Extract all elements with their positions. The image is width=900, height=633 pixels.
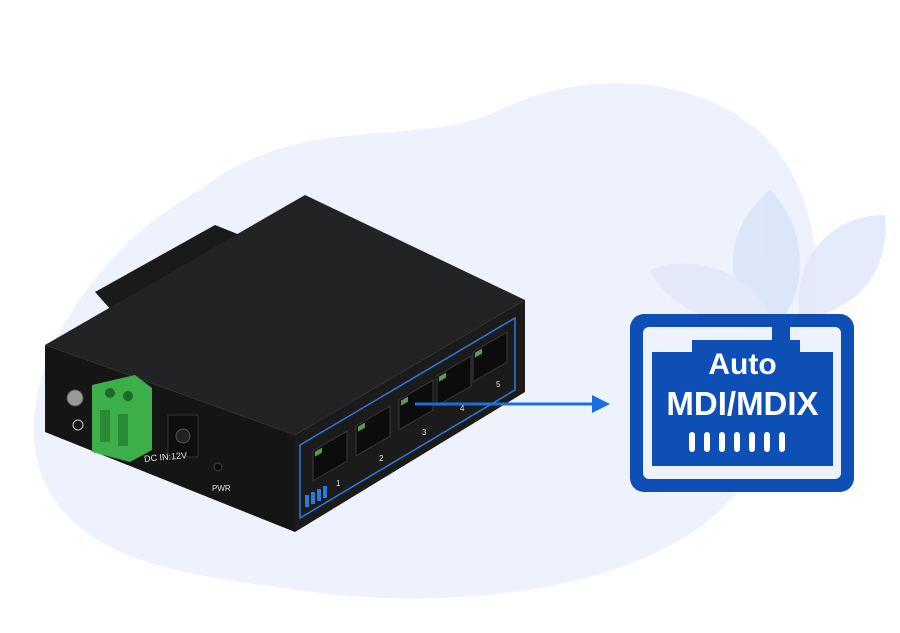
port-led (439, 372, 446, 382)
port-number-label: 5 (496, 380, 501, 389)
rj45-port (436, 355, 472, 407)
ground-icon (72, 419, 84, 431)
port-number-label: 4 (460, 404, 465, 413)
ethernet-switch (45, 195, 525, 532)
pwr-led (213, 462, 223, 472)
leaf-decoration (650, 190, 886, 330)
badge-line-auto: Auto (708, 348, 777, 381)
port-led (315, 447, 322, 457)
rj45-port (472, 331, 508, 383)
port-led (475, 348, 482, 358)
contact-pins (689, 432, 785, 452)
port-number-label: 3 (422, 428, 427, 437)
switch-top-face (45, 195, 525, 435)
port-number-label: 1 (336, 479, 341, 488)
badge-line-mdi-mdix: MDI/MDIX (666, 385, 819, 422)
rj45-port (312, 430, 348, 482)
mdi-mdix-badge (630, 314, 854, 492)
power-terminal-block (92, 375, 152, 462)
port-led (358, 422, 365, 432)
rj45-port (355, 405, 391, 457)
arrow-icon (415, 395, 610, 413)
port-number-label: 2 (379, 454, 384, 463)
ground-screw (66, 389, 84, 407)
link-leds (305, 486, 327, 507)
pwr-label: PWR (212, 484, 231, 493)
port-led (401, 396, 408, 406)
